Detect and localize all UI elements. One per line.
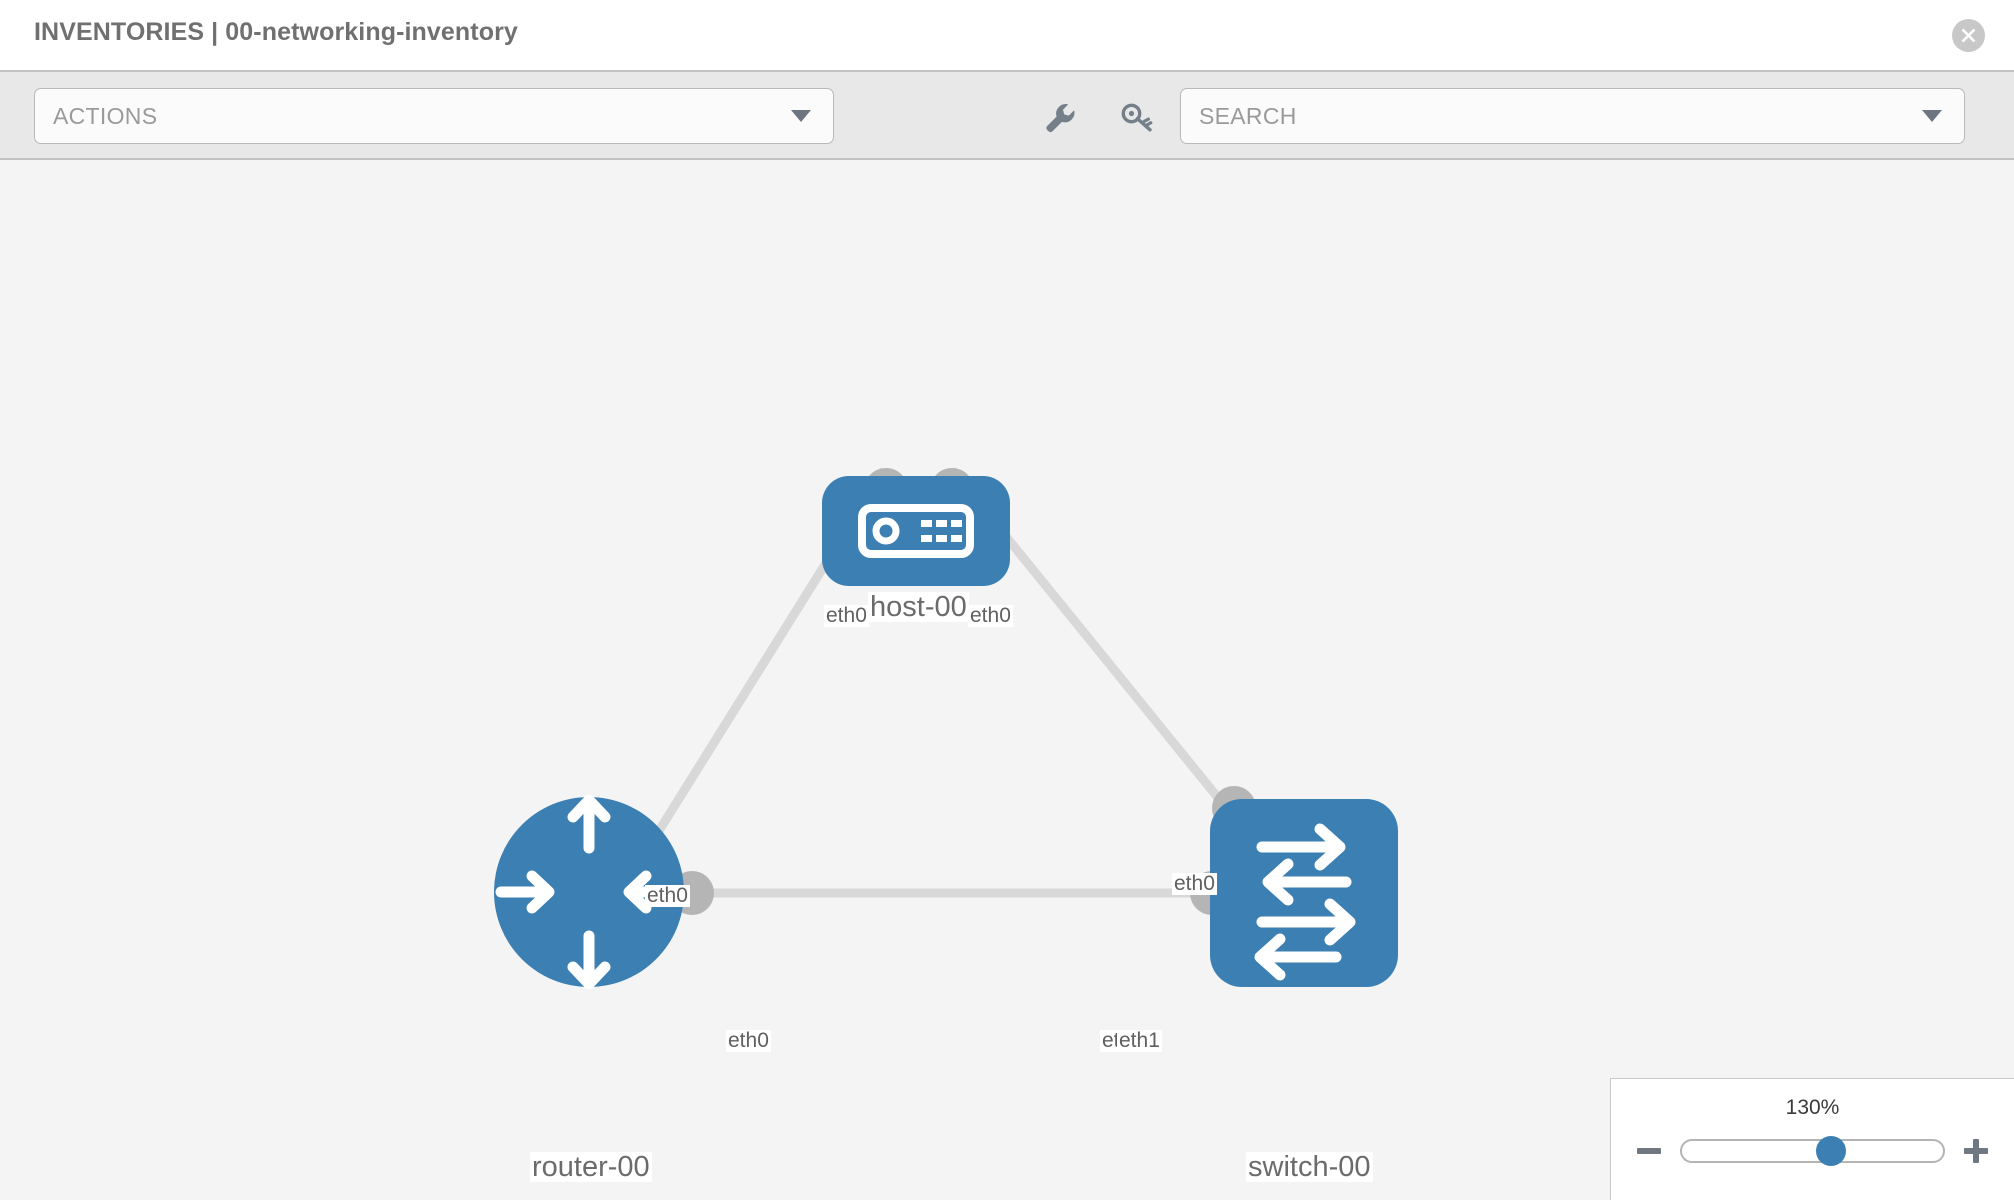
topology-canvas[interactable]: eth0 host-00 eth0 eth0 eth0 eth0 eth1 et… [0, 160, 2014, 1200]
node-label-host-00: host-00 [868, 591, 969, 623]
actions-dropdown-label: ACTIONS [53, 102, 158, 129]
wrench-icon[interactable] [1040, 98, 1078, 136]
search-input[interactable]: SEARCH [1180, 88, 1965, 144]
iface-label-host-router: eth0 [824, 604, 869, 628]
topology-graph [494, 467, 1398, 990]
close-icon[interactable] [1952, 19, 1985, 52]
zoom-slider-row [1611, 1131, 2014, 1171]
node-router-00[interactable] [494, 794, 684, 990]
zoom-control-panel: 130% [1610, 1078, 2014, 1200]
iface-label-host-switch: eth0 [968, 604, 1013, 628]
search-placeholder: SEARCH [1199, 102, 1297, 129]
iface-label-router-uplink: eth0 [645, 884, 690, 908]
zoom-slider-track[interactable] [1680, 1136, 1945, 1166]
chevron-down-icon [1922, 110, 1942, 122]
router-arrows-icon [495, 794, 683, 990]
node-label-router-00: router-00 [530, 1151, 652, 1183]
iface-label-switch-uplink: eth0 [1172, 872, 1217, 896]
zoom-out-button[interactable] [1634, 1136, 1664, 1166]
node-host-00[interactable] [822, 476, 1010, 586]
chevron-down-icon [791, 110, 811, 122]
key-icon[interactable] [1118, 98, 1156, 136]
switch-arrows-icon [1254, 823, 1356, 981]
iface-label-router-switch-from: eth0 [726, 1029, 771, 1053]
node-switch-00[interactable] [1210, 799, 1398, 987]
server-device-icon [858, 504, 974, 558]
iface-label-router-switch-to: eth1 [1117, 1029, 1162, 1053]
actions-dropdown[interactable]: ACTIONS [34, 88, 834, 144]
page-header: INVENTORIES | 00-networking-inventory [0, 0, 2014, 70]
node-label-switch-00: switch-00 [1246, 1151, 1373, 1183]
toolbar-icon-group [1040, 98, 1156, 136]
zoom-in-button[interactable] [1961, 1136, 1991, 1166]
toolbar: ACTIONS SEARCH [0, 70, 2014, 160]
page-title: INVENTORIES | 00-networking-inventory [34, 18, 518, 46]
zoom-slider-thumb[interactable] [1815, 1136, 1846, 1166]
zoom-level-value: 130% [1785, 1096, 1840, 1119]
